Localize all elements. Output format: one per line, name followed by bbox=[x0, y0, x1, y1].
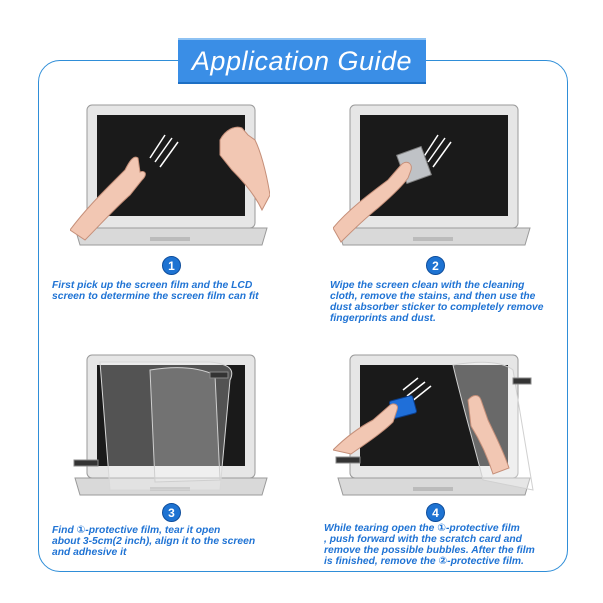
caption-line: is finished, remove the ②-protective fil… bbox=[324, 556, 524, 567]
right-hand-icon bbox=[219, 126, 270, 212]
laptop-illustration-1 bbox=[70, 104, 270, 246]
step-2-caption: Wipe the screen clean with the cleaning … bbox=[330, 280, 543, 324]
hand-icon bbox=[333, 161, 412, 243]
step-3-badge: 3 bbox=[162, 503, 181, 522]
page-title: Application Guide bbox=[191, 45, 413, 76]
caption-line: and adhesive it bbox=[52, 547, 127, 558]
step-3-illustration bbox=[70, 350, 270, 500]
right-hand-icon bbox=[467, 395, 510, 475]
step-3-caption: Find ①-protective film, tear it open abo… bbox=[52, 525, 255, 558]
left-hand-icon bbox=[333, 403, 398, 455]
step-2-badge: 2 bbox=[426, 256, 445, 275]
caption-line: remove the possible bubbles. After the f… bbox=[324, 545, 535, 556]
step-2-illustration bbox=[333, 100, 533, 250]
caption-line: fingerprints and dust. bbox=[330, 313, 436, 324]
caption-line: about 3-5cm(2 inch), align it to the scr… bbox=[52, 536, 256, 547]
step-4-illustration bbox=[333, 350, 538, 500]
laptop-illustration-3 bbox=[73, 354, 268, 496]
step-4-badge: 4 bbox=[426, 503, 445, 522]
caption-line: cloth, remove the stains, and then use t… bbox=[330, 291, 536, 302]
caption-line: Wipe the screen clean with the cleaning bbox=[330, 280, 525, 291]
caption-line: , push forward with the scratch card and bbox=[324, 534, 522, 545]
protective-film-icon bbox=[99, 361, 233, 491]
caption-line: screen to determine the screen film can … bbox=[52, 291, 259, 302]
step-1-illustration bbox=[70, 100, 270, 250]
title-banner: Application Guide bbox=[178, 38, 426, 84]
peeled-film-icon bbox=[452, 361, 534, 491]
caption-line: While tearing open the ①-protective film bbox=[324, 523, 520, 534]
laptop-illustration-4 bbox=[333, 354, 534, 496]
caption-line: First pick up the screen film and the LC… bbox=[52, 280, 253, 291]
step-4-caption: While tearing open the ①-protective film… bbox=[324, 523, 535, 567]
laptop-illustration-2 bbox=[333, 104, 531, 246]
caption-line: dust absorber sticker to completely remo… bbox=[330, 302, 544, 313]
step-1-badge: 1 bbox=[162, 256, 181, 275]
left-hand-icon bbox=[70, 156, 146, 241]
caption-line: Find ①-protective film, tear it open bbox=[52, 525, 221, 536]
step-1-caption: First pick up the screen film and the LC… bbox=[52, 280, 259, 302]
